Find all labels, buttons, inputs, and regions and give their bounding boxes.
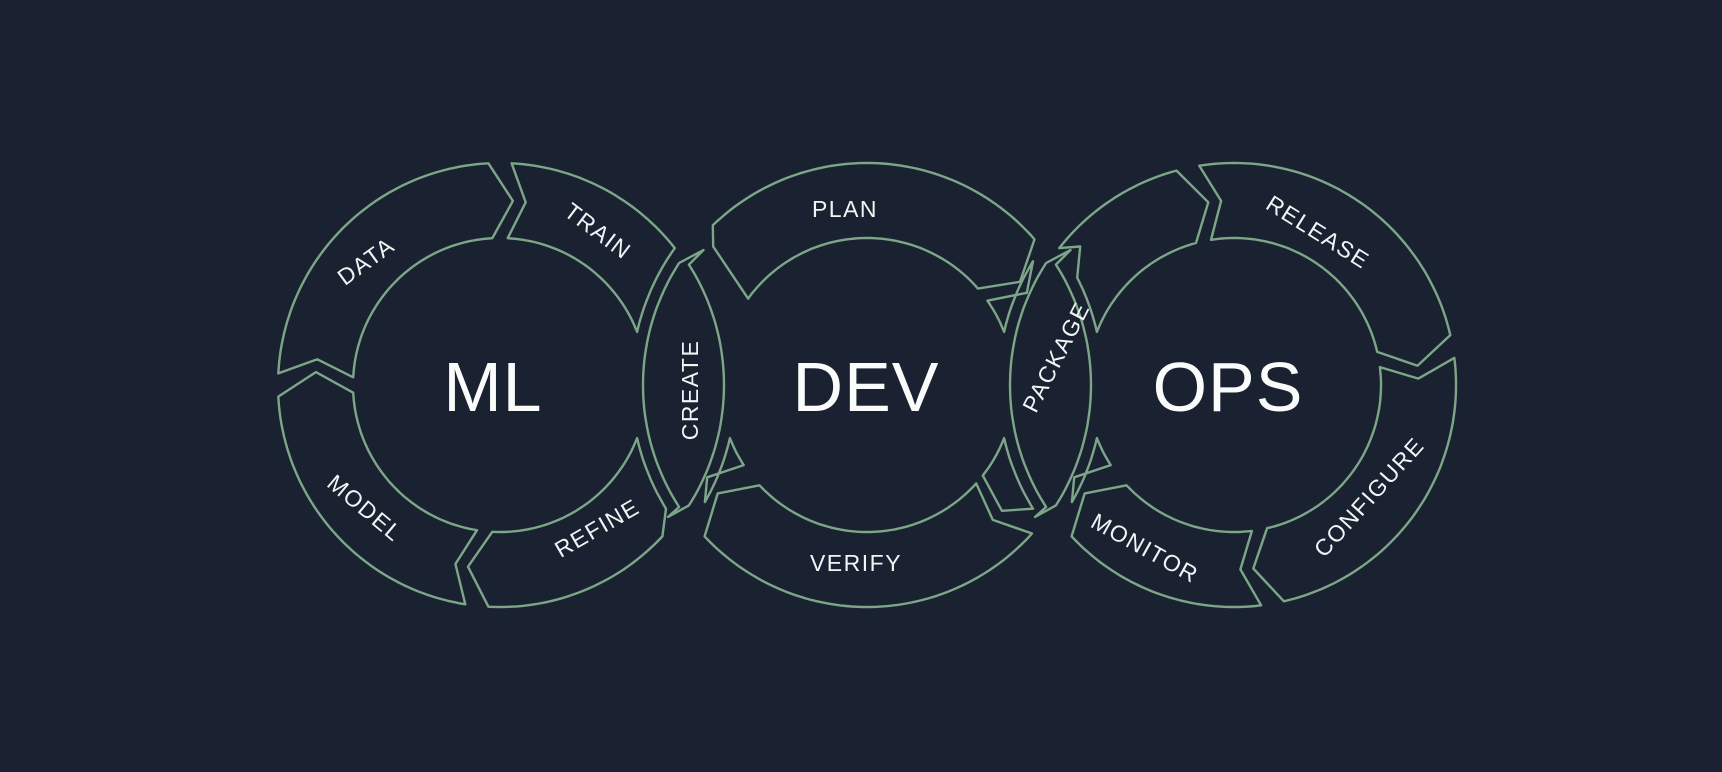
ring-labels: DATA TRAIN REFINE MODEL ML PLAN CREATE V… — [322, 190, 1429, 588]
ops-segment-label-release: RELEASE — [1262, 190, 1375, 274]
ops-fragment-after-monitor — [1070, 436, 1112, 504]
ml-segment-model-shape — [277, 370, 479, 606]
shared-segment-package-shape — [1008, 248, 1093, 519]
shared-segment-label-create: CREATE — [677, 340, 703, 441]
ops-center-label: OPS — [1153, 348, 1304, 426]
ml-segment-label-refine: REFINE — [550, 493, 644, 562]
dev-fragment-after-verify — [703, 436, 745, 504]
ops-segment-label-configure: CONFIGURE — [1309, 432, 1430, 562]
ml-segment-label-data: DATA — [332, 232, 399, 291]
shared-segment-label-package: PACKAGE — [1017, 298, 1095, 417]
dev-center-label: DEV — [793, 348, 940, 426]
dev-segment-label-plan: PLAN — [812, 196, 878, 222]
dev-segment-plan-shape — [711, 161, 1036, 300]
ops-segment-monitor-shape — [1070, 484, 1263, 609]
ml-center-label: ML — [443, 348, 542, 426]
ml-segment-train-shape — [506, 162, 676, 334]
ml-segment-data-shape — [277, 162, 515, 379]
ops-segment-release-shape — [1198, 161, 1452, 367]
ops-segment-configure-shape — [1252, 356, 1458, 603]
dev-fragment-after-plan — [986, 260, 1035, 334]
ml-segment-label-train: TRAIN — [560, 198, 637, 265]
ring-shapes — [277, 161, 1458, 609]
ops-fragment-before-release — [1058, 169, 1210, 334]
ml-segment-refine-shape — [466, 436, 668, 609]
shared-segment-create-shape — [641, 248, 726, 519]
dev-segment-verify-shape — [703, 482, 1034, 609]
ops-segment-label-monitor: MONITOR — [1087, 508, 1203, 588]
dev-fragment-before-verify — [981, 436, 1035, 512]
dev-segment-label-verify: VERIFY — [810, 550, 902, 576]
